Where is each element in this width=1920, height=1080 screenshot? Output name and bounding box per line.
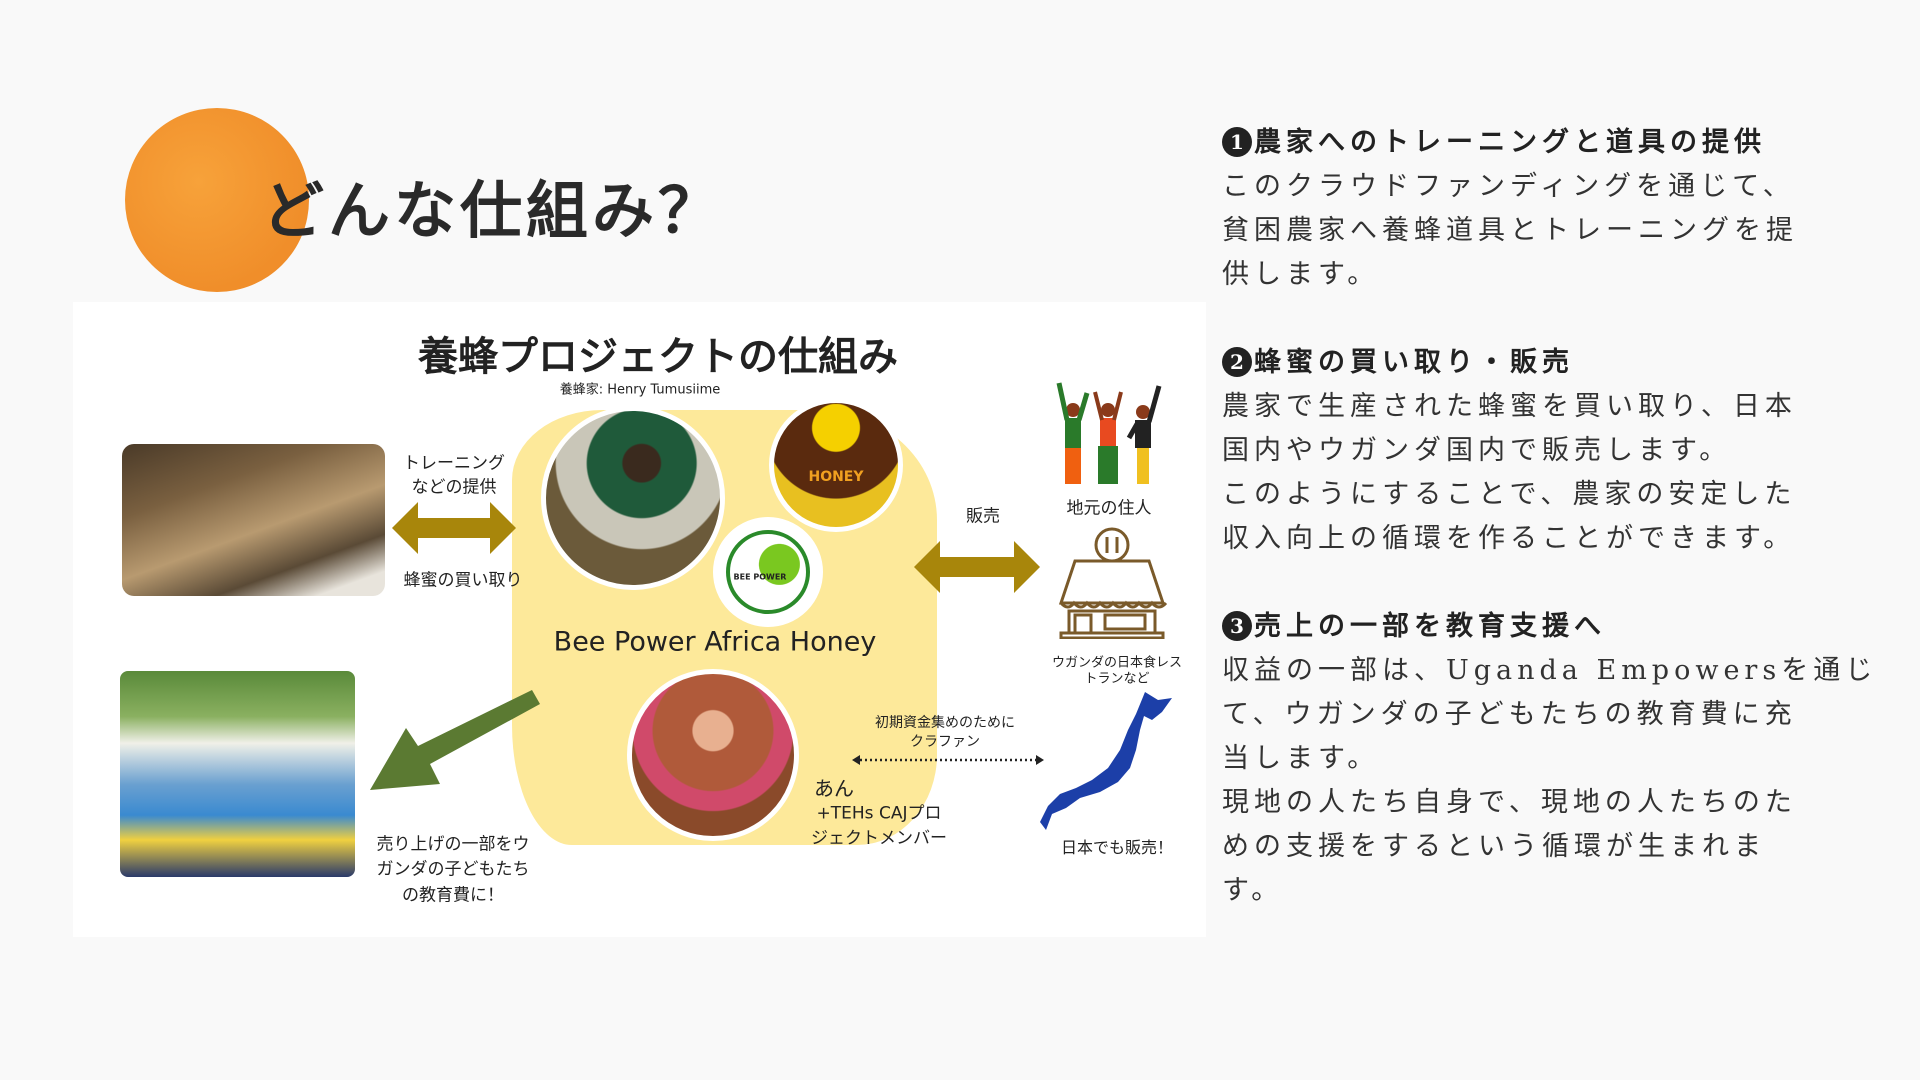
beekeeper-caption: 養蜂家: Henry Tumusiime (559, 382, 721, 398)
buy-label: 蜂蜜の買い取り (403, 570, 523, 591)
dotted-double-arrow-icon (852, 755, 1044, 765)
body-line: めの支援をするという循環が生まれま (1222, 831, 1766, 862)
number-badge: 2 (1222, 347, 1252, 377)
body-line: 供します。 (1222, 259, 1380, 290)
honey-jar-photo: HONEY (769, 398, 903, 532)
bee-power-logo: BEE POWER (713, 517, 823, 627)
children-photo (120, 671, 355, 877)
double-arrow-left-icon (392, 502, 516, 554)
body-line: て、ウガンダの子どもたちの教育費に充 (1222, 699, 1797, 730)
japan-sale-label: 日本でも販売！ (1060, 838, 1174, 857)
body-line: このクラウドファンディングを通じて、 (1222, 171, 1795, 202)
sale-label: 販売 (966, 506, 1000, 527)
education-label-3: の教育費に！ (402, 885, 504, 906)
body-line: 貧困農家へ養蜂道具とトレーニングを提 (1222, 215, 1798, 246)
body-line: 現地の人たち自身で、現地の人たちのた (1222, 787, 1797, 818)
team-label-3: ジェクトメンバー (811, 828, 947, 849)
body-line: 国内やウガンダ国内で販売します。 (1222, 435, 1732, 466)
crowdfunding-label-1: 初期資金集めのために (875, 715, 1015, 731)
education-label-2: ガンダの子どもたち (376, 859, 530, 880)
double-arrow-right-icon (914, 541, 1040, 593)
training-photo (122, 444, 385, 596)
team-photo (627, 669, 799, 841)
locals-label: 地元の住人 (1066, 498, 1152, 519)
local-people-illustration-icon (1056, 382, 1162, 484)
body-line: 当します。 (1222, 743, 1380, 774)
green-arrow-icon (370, 690, 540, 790)
body-line: 収入向上の循環を作ることができます。 (1222, 523, 1796, 554)
training-label-2: などの提供 (411, 477, 497, 498)
team-label-2: +TEHs CAJプロ (816, 803, 942, 824)
spacer (1222, 297, 1842, 341)
japan-map-icon (1040, 692, 1172, 830)
restaurant-label-2: トランなど (1084, 671, 1150, 687)
body-line: 農家で生産された蜂蜜を買い取り、日本 (1222, 391, 1797, 422)
heading-text: 農家へのトレーニングと道具の提供 (1254, 127, 1766, 158)
spacer (1222, 561, 1842, 605)
training-label-1: トレーニング (403, 453, 505, 474)
crowdfunding-label-2: クラファン (910, 734, 980, 750)
education-label-1: 売り上げの一部をウ (376, 834, 530, 855)
team-label-1: あん (814, 776, 854, 801)
body-line: このようにすることで、農家の安定した (1222, 479, 1797, 510)
orange-circle-decoration (125, 108, 309, 292)
diagram-title: 養蜂プロジェクトの仕組み (418, 334, 898, 380)
restaurant-shop-icon (1058, 527, 1168, 639)
heading-text: 売上の一部を教育支援へ (1254, 611, 1606, 642)
body-line: 収益の一部は、Uganda Empowersを通じ (1222, 655, 1878, 686)
heading-text: 蜂蜜の買い取り・販売 (1254, 347, 1574, 378)
number-badge: 3 (1222, 611, 1252, 641)
number-badge: 1 (1222, 127, 1252, 157)
body-line: す。 (1222, 875, 1284, 906)
restaurant-label-1: ウガンダの日本食レス (1051, 655, 1183, 671)
brand-name: Bee Power Africa Honey (553, 626, 877, 658)
page-title: どんな仕組み？ (262, 174, 725, 247)
honey-jar-label: HONEY (808, 469, 864, 486)
logo-text: BEE POWER (733, 572, 787, 582)
beekeeper-photo (541, 406, 725, 590)
